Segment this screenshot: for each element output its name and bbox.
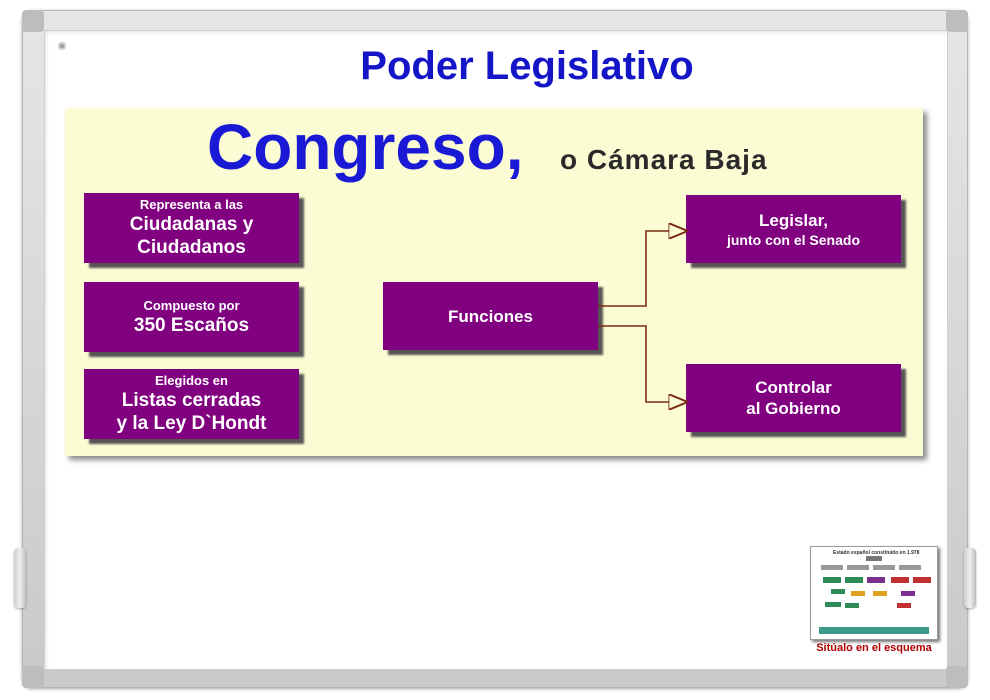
- thumbnail-title: Estado español constituido en 1.978: [833, 550, 920, 556]
- heading-congreso: Congreso,: [207, 111, 524, 183]
- frame-corner: [946, 666, 968, 688]
- frame-corner: [22, 666, 44, 688]
- box-funciones: Funciones: [383, 282, 598, 350]
- board-clip: [964, 548, 976, 608]
- box-controlar-line2: al Gobierno: [746, 399, 841, 418]
- box-compuesto-line2: 350 Escaños: [133, 314, 250, 336]
- frame-corner: [946, 10, 968, 32]
- box-legislar: Legislar, junto con el Senado: [686, 195, 901, 263]
- heading-subtitle: o Cámara Baja: [560, 144, 768, 175]
- box-controlar-line1: Controlar: [755, 378, 832, 397]
- box-legislar-line1: Legislar,: [759, 210, 828, 230]
- box-representa-line3: Ciudadanos: [137, 237, 246, 258]
- arrow-to-legislar: [598, 231, 686, 307]
- board-clip: [14, 548, 26, 608]
- box-representa: Representa a las Ciudadanas y Ciudadanos: [84, 193, 299, 263]
- thumbnail-diagram-icon: [819, 556, 931, 634]
- box-elegidos-line2: Listas cerradas: [121, 390, 262, 411]
- arrow-to-controlar: [598, 325, 686, 402]
- scheme-thumbnail[interactable]: Estado español constituido en 1.978: [810, 546, 938, 640]
- box-elegidos: Elegidos en Listas cerradas y la Ley D`H…: [84, 369, 299, 439]
- box-elegidos-line1: Elegidos en: [155, 373, 228, 388]
- frame-corner: [22, 10, 44, 32]
- page-title: Poder Legislativo: [360, 44, 694, 88]
- box-controlar: Controlar al Gobierno: [686, 364, 901, 432]
- box-elegidos-line3: y la Ley D`Hondt: [116, 413, 267, 434]
- box-representa-line1: Representa a las: [139, 197, 244, 212]
- box-legislar-line2: junto con el Senado: [726, 231, 860, 248]
- thumbnail-caption[interactable]: Sitúalo en el esquema: [816, 642, 932, 654]
- screw-icon: [58, 42, 66, 50]
- box-compuesto-line1: Compuesto por: [143, 297, 240, 313]
- box-compuesto: Compuesto por 350 Escaños: [84, 282, 299, 352]
- box-representa-line2: Ciudadanas y: [129, 214, 254, 235]
- box-funciones-label: Funciones: [447, 306, 533, 326]
